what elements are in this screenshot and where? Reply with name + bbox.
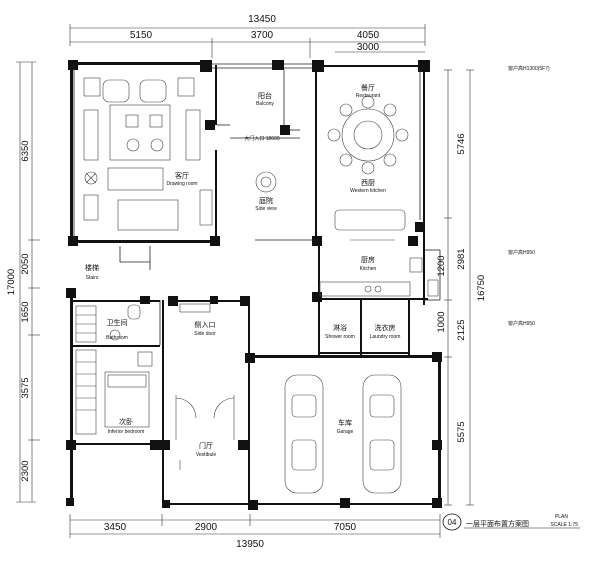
room-western-kitchen-zh: 西厨 (361, 179, 375, 187)
dim-left-seg-4: 3575 (20, 377, 31, 398)
room-side-view-en: Side view (255, 206, 277, 212)
dim-top-seg-2: 3700 (251, 30, 274, 41)
side-notes: 窗户高H1300(5F7) 窗户高H950 窗户高H950 (508, 65, 550, 327)
room-restaurant-zh: 餐厅 (361, 83, 375, 92)
room-shower-zh: 淋浴 (333, 323, 347, 332)
dim-bottom-overall: 13950 (236, 539, 264, 550)
dining-furniture (327, 95, 409, 241)
window-note-1: 窗户高H1300(5F7) (508, 65, 550, 72)
window-note-3: 窗户高H950 (508, 320, 535, 327)
room-labels: 阳台 Balcony 客厅 Drawing room 餐厅 Restaurant… (85, 83, 400, 458)
dim-right-seg-3: 1200 (436, 255, 447, 276)
room-restaurant-en: Restaurant (356, 93, 381, 99)
window-lines (73, 62, 441, 345)
window-note-2: 窗户高H950 (508, 249, 535, 256)
dim-right-overall: 16750 (476, 275, 487, 301)
dim-right-seg-2: 2981 (456, 248, 467, 269)
door-note: 大门入口 18600 (244, 135, 280, 142)
drawing-title: 一层平面布置方案图 (466, 519, 529, 528)
garden-ornament (255, 171, 277, 193)
room-balcony-zh: 阳台 (258, 91, 272, 100)
dim-left-overall: 17000 (6, 269, 17, 295)
room-drawing-zh: 客厅 (175, 171, 189, 180)
room-kitchen-en: Kitchen (360, 266, 377, 272)
dim-left-seg-5: 2300 (20, 460, 31, 481)
room-balcony-en: Balcony (256, 101, 274, 107)
dim-left-seg-2: 2050 (20, 253, 31, 274)
dim-top-seg-3: 4050 (357, 30, 380, 41)
vestibule-furniture (175, 303, 235, 470)
dim-right-seg-6: 5575 (456, 421, 467, 442)
kitchen-furniture (319, 257, 439, 297)
dim-bottom-seg-2: 2900 (195, 522, 218, 533)
bedroom-furniture (75, 349, 153, 435)
dim-left-seg-1: 6350 (20, 140, 31, 161)
living-room-furniture (83, 77, 213, 231)
bathroom-fixtures (75, 304, 141, 343)
room-bathroom-zh: 卫生间 (107, 318, 128, 327)
room-bedroom-zh: 次卧 (119, 417, 133, 426)
room-shower-en: Shower room (325, 334, 355, 340)
room-garage-en: Garage (337, 429, 354, 435)
garage-cars (284, 374, 402, 494)
room-laundry-zh: 洗衣房 (375, 323, 396, 332)
room-bedroom-en: Inferior bedroom (108, 429, 145, 435)
room-garage-zh: 车库 (338, 418, 352, 427)
room-side-view-zh: 庭院 (259, 196, 273, 205)
room-side-door-en: Side door (194, 331, 216, 337)
dim-right-seg-1: 5746 (456, 133, 467, 154)
room-laundry-en: Laundry room (370, 334, 401, 340)
dim-bottom-seg-3: 7050 (334, 522, 357, 533)
dim-right-seg-5: 2125 (456, 319, 467, 340)
room-vestibule-en: Vestibule (196, 452, 217, 458)
room-vestibule-zh: 门厅 (199, 441, 213, 450)
dim-bottom-seg-1: 3450 (104, 522, 127, 533)
room-drawing-en: Drawing room (166, 181, 197, 187)
title-block: 04 一层平面布置方案图 PLAN SCALE 1:75 (442, 513, 580, 531)
scale-label: SCALE 1:75 (550, 522, 578, 528)
dim-top-seg-1: 5150 (130, 30, 153, 41)
room-side-door-zh: 侧入口 (195, 320, 216, 329)
plan-label: PLAN (555, 514, 568, 520)
walls (66, 60, 442, 510)
dimension-lines (16, 24, 474, 538)
dim-top-overall: 13450 (248, 14, 276, 25)
room-stairs-zh: 楼梯 (85, 263, 99, 272)
room-stairs-en: Stairs (86, 275, 99, 281)
room-bathroom-en: Bathroom (106, 335, 128, 341)
room-western-kitchen-en: Western kitchen (350, 188, 386, 194)
drawing-number: 04 (448, 518, 457, 527)
dim-left-seg-3: 1650 (20, 301, 31, 322)
room-kitchen-zh: 厨房 (361, 255, 375, 264)
dim-right-seg-4: 1000 (436, 311, 447, 332)
dim-top-inner: 3000 (357, 42, 380, 53)
